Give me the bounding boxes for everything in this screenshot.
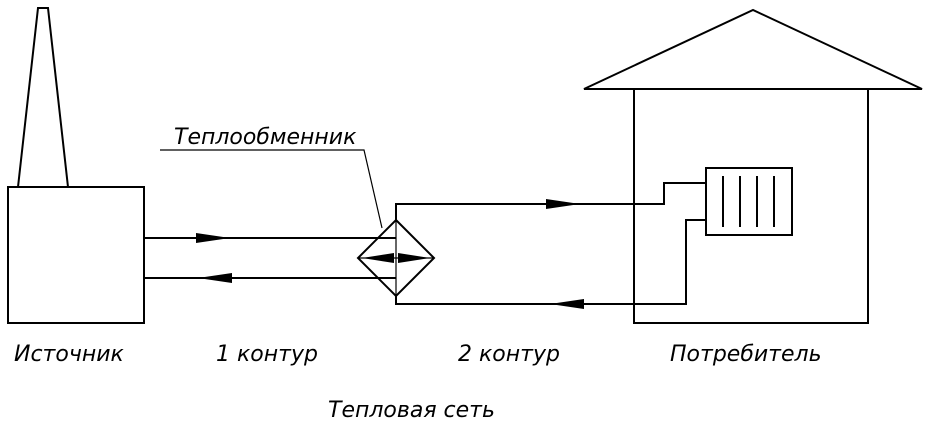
circuit-2-return-pipe: [395, 219, 706, 305]
circuit-1-label: 1 контур: [216, 342, 318, 367]
circuit-1-pipes: [144, 233, 396, 283]
source-label: Источник: [14, 342, 125, 367]
house-walls: [633, 88, 869, 324]
house-roof: [583, 8, 923, 90]
consumer-label: Потребитель: [670, 342, 822, 367]
heat-exchanger-leader-line: [160, 149, 383, 229]
circuit-2-return-arrow: [550, 299, 584, 309]
circuit-1-return-arrow: [198, 273, 232, 283]
heat-exchanger-arrow-left: [362, 253, 394, 263]
boiler-house: [7, 186, 145, 324]
chimney: [16, 7, 70, 188]
heat-exchanger: [160, 149, 436, 298]
circuit-1-supply-arrow: [196, 233, 230, 243]
heat-exchanger-label: Теплообменник: [174, 125, 357, 150]
consumer-building: [583, 8, 923, 324]
circuit-2-label: 2 контур: [458, 342, 560, 367]
heat-network-label: Тепловая сеть: [328, 398, 495, 423]
circuit-2-supply-arrow: [546, 199, 580, 209]
circuit-2-pipes: [395, 182, 706, 309]
circuit-2-supply-pipe: [395, 182, 706, 220]
radiator: [705, 167, 793, 236]
heat-exchanger-arrow-right: [398, 253, 430, 263]
source-building: [7, 7, 145, 324]
